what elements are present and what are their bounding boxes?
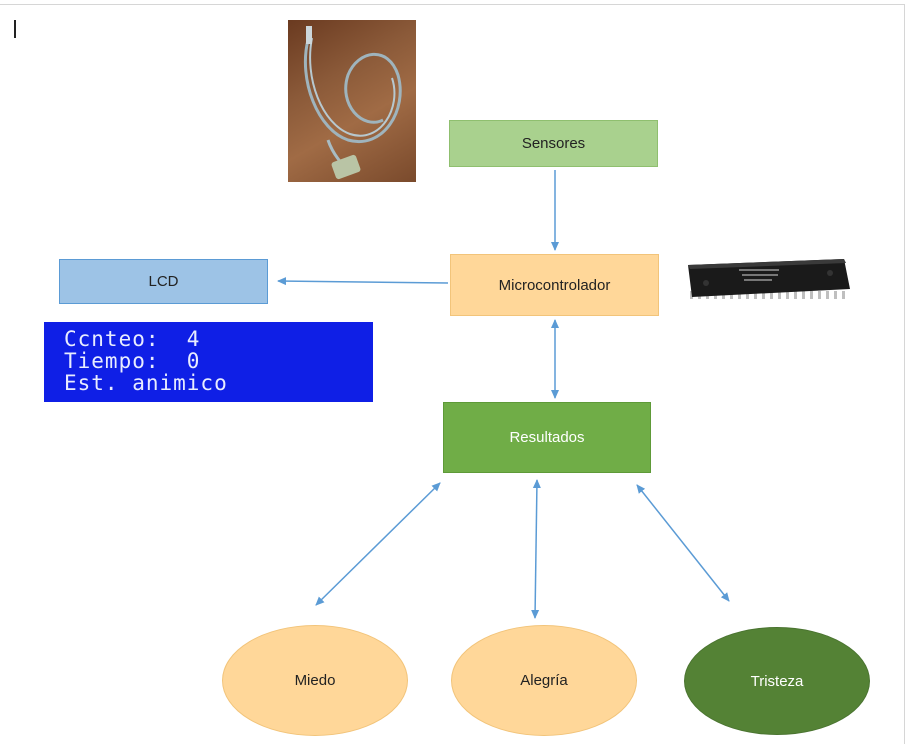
cable-icon [303,26,402,180]
miedo-node: Miedo [222,625,408,736]
resultados-box: Resultados [443,402,651,473]
sensores-box: Sensores [449,120,658,167]
arrow-resultados-tristeza [636,484,730,602]
cable-photo [288,20,416,182]
lcd-line-2: Tiempo: 0 [64,349,201,373]
lcd-box: LCD [59,259,268,304]
text-cursor [14,20,16,38]
arrow-resultados-alegria [531,479,541,619]
tristeza-label: Tristeza [750,672,804,690]
lcd-line-3: Est. animico [64,371,228,395]
sensores-label: Sensores [521,135,586,152]
miedo-label: Miedo [294,672,336,689]
lcd-display: Ccnteo: 4 Tiempo: 0 Est. animico [44,322,373,402]
microcontrolador-label: Microcontrolador [498,276,611,294]
page-border-top [0,4,904,5]
arrow-resultados-miedo [315,482,441,606]
page-border-right [904,4,905,744]
arrow-micro-lcd [277,277,449,286]
resultados-label: Resultados [509,429,585,446]
alegria-node: Alegría [451,625,637,736]
microcontrolador-box: Microcontrolador [450,254,659,316]
microcontroller-chip-icon [684,255,854,305]
alegria-label: Alegría [520,672,568,689]
lcd-label: LCD [148,273,179,290]
lcd-line-1: Ccnteo: 4 [64,327,201,351]
tristeza-node: Tristeza [684,627,870,735]
